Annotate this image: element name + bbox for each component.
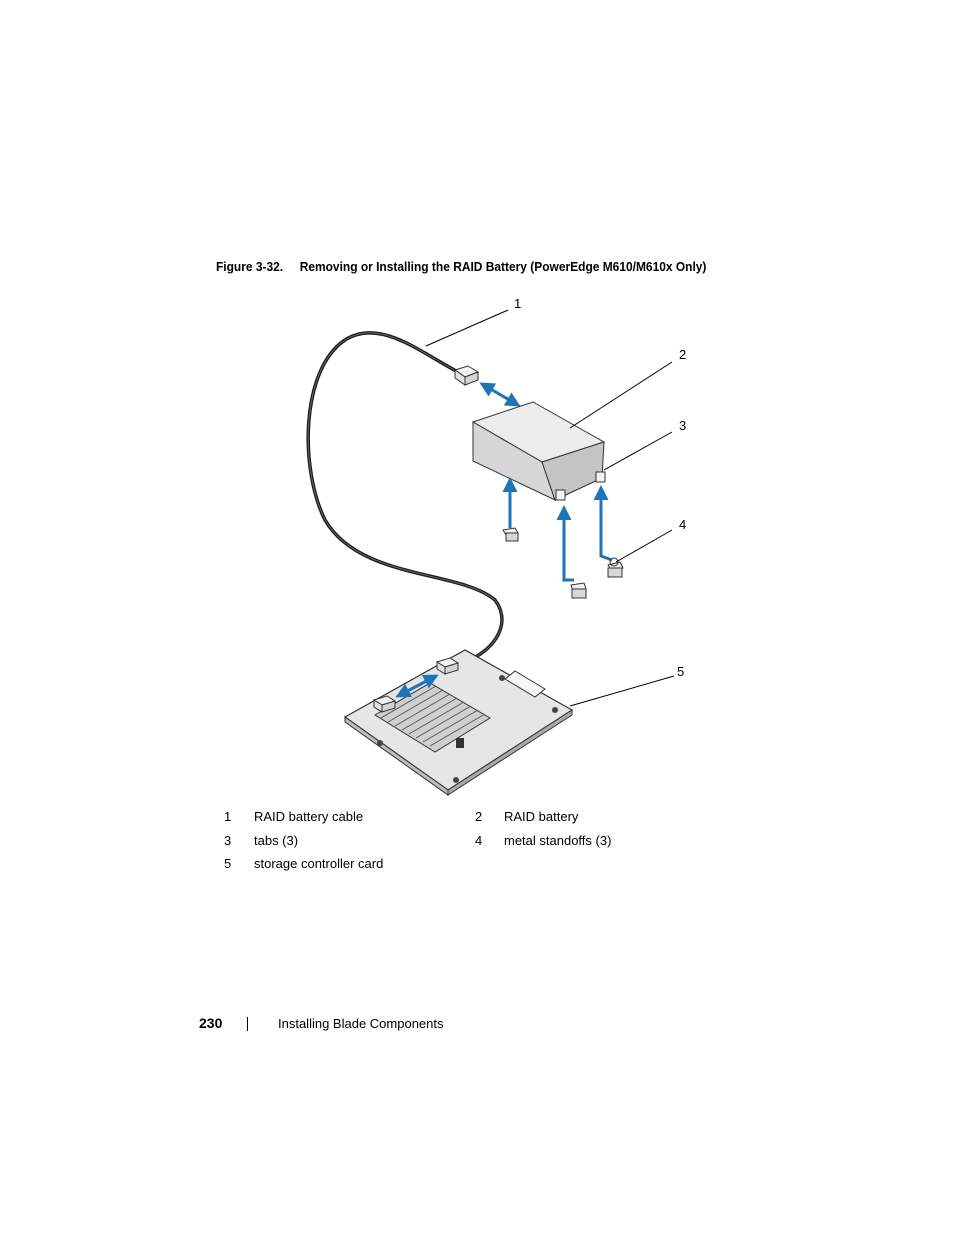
legend-text: metal standoffs (3) bbox=[504, 832, 612, 848]
callout-1: 1 bbox=[514, 296, 521, 311]
page-number: 230 bbox=[199, 1015, 223, 1031]
callout-3: 3 bbox=[679, 418, 686, 433]
callout-5: 5 bbox=[677, 664, 684, 679]
legend-num: 2 bbox=[475, 809, 483, 824]
raid-battery bbox=[471, 401, 606, 501]
storage-controller-card bbox=[343, 649, 574, 796]
footer-divider bbox=[247, 1017, 248, 1031]
callout-4: 4 bbox=[679, 517, 686, 532]
legend-text: storage controller card bbox=[254, 856, 384, 871]
card-connector-bottom bbox=[372, 695, 397, 713]
legend-text: tabs (3) bbox=[254, 832, 299, 848]
figure-title: Removing or Installing the RAID Battery … bbox=[299, 259, 707, 274]
legend-num: 3 bbox=[224, 832, 232, 848]
footer-section-title: Installing Blade Components bbox=[278, 1016, 444, 1031]
legend-text: RAID battery cable bbox=[254, 809, 364, 824]
legend-num: 5 bbox=[224, 856, 232, 871]
battery-connector bbox=[453, 365, 480, 386]
figure-label: Figure 3-32. bbox=[216, 259, 284, 274]
legend-num: 1 bbox=[224, 809, 232, 824]
metal-standoffs bbox=[502, 527, 624, 599]
card-connector-top bbox=[435, 657, 460, 675]
figure-caption: Figure 3-32. Removing or Installing the R… bbox=[216, 259, 706, 274]
callout-2: 2 bbox=[679, 347, 686, 362]
legend-text: RAID battery bbox=[504, 809, 579, 824]
legend-num: 4 bbox=[475, 832, 483, 848]
